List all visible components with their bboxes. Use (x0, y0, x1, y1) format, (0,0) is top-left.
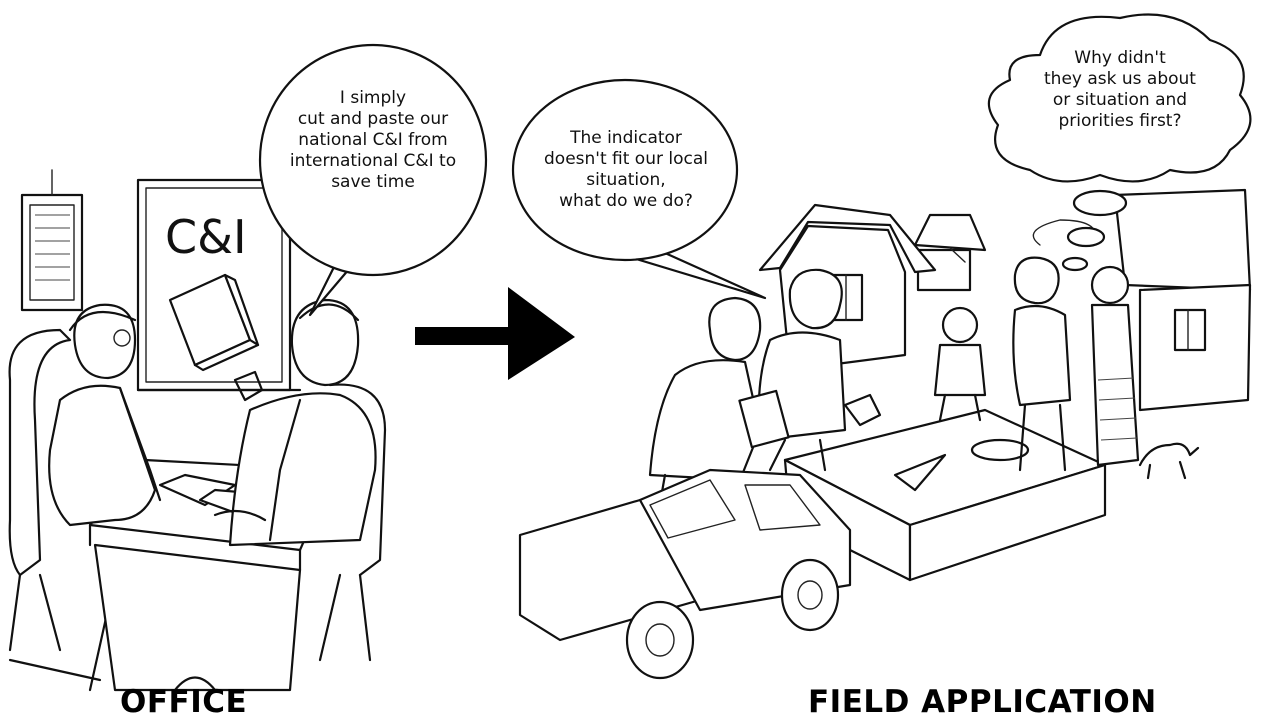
office-caption: OFFICE (120, 684, 248, 720)
field-speech-line: The indicator (570, 128, 682, 148)
wall-cabinet (20, 169, 84, 312)
field-person-4 (1090, 265, 1140, 467)
right-chair (318, 383, 387, 662)
small-house (913, 213, 987, 292)
field-thought-cloud (987, 13, 1252, 183)
field-thought-text: Why didn't they ask us about or situatio… (1020, 48, 1220, 132)
whiteboard-label: C&I (165, 210, 247, 264)
office-speech-line: international C&I to (289, 151, 457, 171)
office-person-left (48, 303, 162, 527)
pickup-truck (518, 468, 852, 680)
book-icon (168, 273, 260, 372)
field-thought-line: or situation and (1052, 90, 1188, 110)
field-thought-line: priorities first? (1058, 111, 1182, 131)
field-speech-text: The indicator doesn't fit our local situ… (530, 128, 722, 212)
field-scene (511, 13, 1252, 680)
concrete-slab (783, 408, 1107, 582)
office-speech-line: I simply (339, 88, 407, 108)
right-house (1032, 188, 1252, 412)
field-speech-line: situation, (586, 170, 666, 190)
field-thought-line: Why didn't (1074, 48, 1166, 68)
thought-dot-small (1061, 256, 1089, 272)
field-person-child (933, 306, 987, 422)
thought-dot-large (1072, 189, 1128, 217)
office-speech-line: cut and paste our (297, 109, 449, 129)
office-person-right (213, 298, 377, 547)
field-caption: FIELD APPLICATION (808, 684, 1157, 720)
office-speech-bubble (258, 43, 488, 277)
office-speech-line: save time (331, 172, 415, 192)
office-speech-text: I simply cut and paste our national C&I … (275, 88, 471, 193)
arrow-right-icon (415, 287, 575, 380)
dog-icon (1138, 442, 1200, 480)
office-speech-line: national C&I from (298, 130, 448, 150)
field-person-2 (738, 268, 882, 472)
office-scene (8, 43, 488, 692)
left-chair (8, 328, 112, 692)
field-speech-bubble (511, 78, 739, 262)
field-speech-line: doesn't fit our local (544, 149, 708, 169)
field-person-1 (648, 296, 762, 562)
field-thought-line: they ask us about (1044, 69, 1196, 89)
field-speech-line: what do we do? (559, 191, 693, 211)
thought-dot-medium (1066, 226, 1106, 248)
field-person-3 (1012, 256, 1072, 472)
